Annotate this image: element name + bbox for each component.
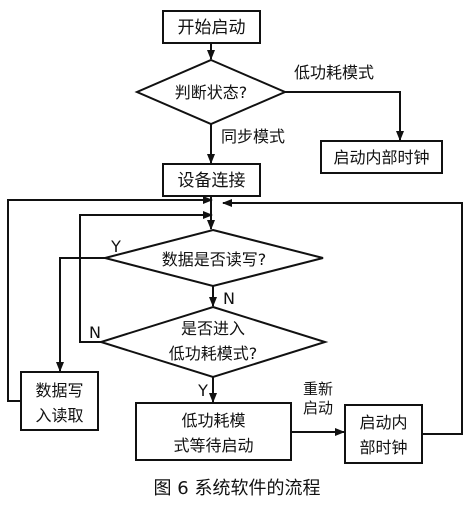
node-start-internal-clock-2-line2: 部时钟 bbox=[359, 438, 407, 457]
edge-data-rw-q-yes bbox=[56, 257, 105, 372]
node-data-rw: 数据写 入读取 bbox=[20, 371, 99, 431]
figure-caption: 图 6 系统软件的流程 bbox=[154, 478, 321, 499]
node-start-internal-clock-1: 启动内部时钟 bbox=[320, 140, 443, 174]
node-data-rw-question-label: 数据是否读写? bbox=[162, 250, 267, 269]
node-start: 开始启动 bbox=[162, 10, 261, 44]
node-start-internal-clock-2-line1: 启动内 bbox=[359, 413, 407, 432]
node-data-rw-line1: 数据写 bbox=[35, 381, 83, 400]
edge-judge-to-clock1 bbox=[285, 91, 404, 141]
label-sync-mode: 同步模式 bbox=[221, 127, 285, 146]
node-enter-lowpower-question: 是否进入 低功耗模式? bbox=[97, 305, 329, 379]
node-start-label: 开始启动 bbox=[178, 18, 246, 38]
label-yes-1: Y bbox=[110, 237, 121, 256]
node-lowpower-wait-line2: 式等待启动 bbox=[173, 436, 253, 455]
edge-data-rw-loop bbox=[7, 196, 213, 402]
node-enter-lowpower-question-line2: 低功耗模式? bbox=[169, 344, 258, 363]
node-device-connect-label: 设备连接 bbox=[178, 171, 246, 191]
node-data-rw-question: 数据是否读写? bbox=[101, 228, 324, 288]
node-judge-state: 判断状态? bbox=[134, 58, 288, 126]
node-start-internal-clock-1-label: 启动内部时钟 bbox=[333, 148, 429, 167]
label-low-power-mode: 低功耗模式 bbox=[294, 63, 374, 82]
label-restart-line1: 重新 bbox=[303, 380, 333, 398]
label-restart-line2: 启动 bbox=[303, 399, 333, 417]
node-device-connect: 设备连接 bbox=[162, 163, 261, 197]
label-yes-2: Y bbox=[197, 381, 208, 400]
node-enter-lowpower-question-line1: 是否进入 bbox=[181, 319, 245, 338]
edge-clock2-loop bbox=[222, 199, 463, 435]
node-start-internal-clock-2: 启动内 部时钟 bbox=[344, 404, 423, 464]
node-lowpower-wait: 低功耗模 式等待启动 bbox=[135, 402, 292, 461]
node-judge-state-label: 判断状态? bbox=[175, 83, 248, 102]
node-data-rw-line2: 入读取 bbox=[35, 406, 83, 425]
label-no-1: N bbox=[223, 289, 235, 308]
label-no-2: N bbox=[89, 323, 101, 342]
edge-enter-lowpower-q-no bbox=[79, 211, 213, 343]
node-lowpower-wait-line1: 低功耗模 bbox=[181, 411, 245, 430]
